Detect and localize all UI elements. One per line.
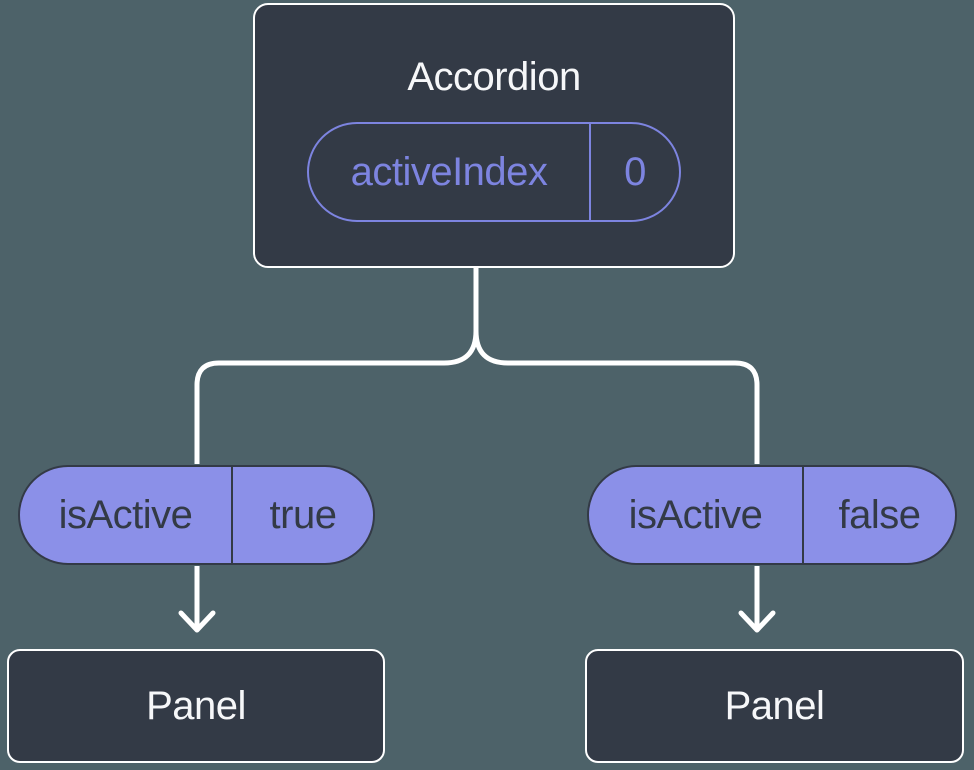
panel-node-right: Panel bbox=[585, 649, 964, 763]
prop-value-label: true bbox=[231, 467, 373, 563]
is-active-prop-pill-left: isActive true bbox=[18, 465, 375, 565]
arrow-down-icon bbox=[178, 610, 216, 633]
connector-branch-left bbox=[194, 330, 479, 464]
panel-node-title: Panel bbox=[146, 683, 246, 728]
is-active-prop-pill-right: isActive false bbox=[587, 465, 957, 565]
connector-branch-right bbox=[473, 330, 760, 464]
panel-node-title: Panel bbox=[724, 683, 825, 728]
prop-name-label: isActive bbox=[628, 492, 763, 537]
panel-node-left: Panel bbox=[7, 649, 385, 763]
prop-value-label: false bbox=[802, 467, 955, 563]
state-name-label: activeIndex bbox=[350, 149, 548, 194]
accordion-node-title: Accordion bbox=[407, 55, 581, 99]
accordion-node: Accordion activeIndex 0 bbox=[253, 3, 735, 268]
active-index-state-pill: activeIndex 0 bbox=[307, 122, 681, 222]
arrow-down-icon bbox=[738, 610, 776, 633]
state-value-label: 0 bbox=[589, 124, 679, 220]
prop-name-label: isActive bbox=[58, 492, 193, 537]
